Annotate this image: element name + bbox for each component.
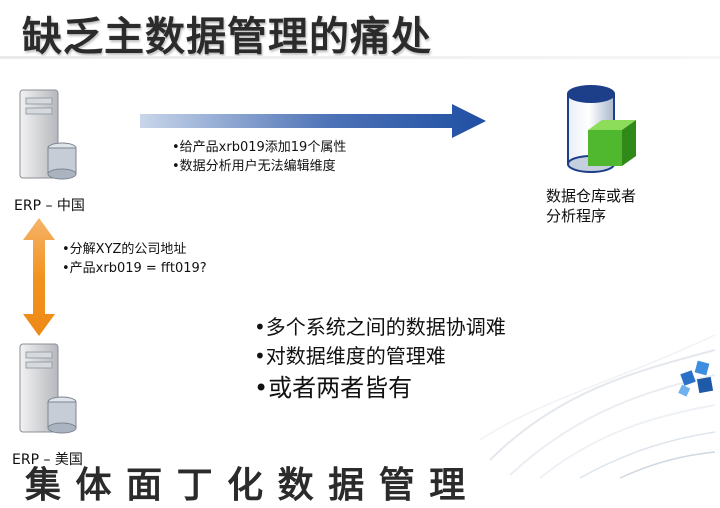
decorative-swirl xyxy=(480,334,716,479)
horizontal-note-2: •数据分析用户无法编辑维度 xyxy=(172,159,336,174)
erp-usa-label: ERP – 美国 xyxy=(12,452,83,468)
title-divider xyxy=(0,56,720,59)
erp-china-label: ERP – 中国 xyxy=(14,198,85,214)
vertical-note-1: •分解XYZ的公司地址 xyxy=(62,242,187,257)
next-slide-title-fragment: 集 体 面 丁 化 数 据 管 理 xyxy=(25,465,467,506)
data-warehouse-label-line2: 分析程序 xyxy=(546,207,607,225)
page-title: 缺乏主数据管理的痛处 xyxy=(22,14,432,60)
vertical-note-2: •产品xrb019 = fft019? xyxy=(62,261,207,276)
vertical-arrow xyxy=(23,218,55,336)
summary-bullet-3: •或者两者皆有 xyxy=(254,374,413,402)
data-warehouse-label-line1: 数据仓库或者 xyxy=(546,187,637,205)
database-icon xyxy=(567,85,636,173)
summary-bullet-2: •对数据维度的管理难 xyxy=(254,344,446,368)
horizontal-note-1: •给产品xrb019添加19个属性 xyxy=(172,140,347,155)
server-icon-usa xyxy=(19,343,77,434)
decorative-cubes-icon xyxy=(678,360,714,397)
summary-bullet-1: •多个系统之间的数据协调难 xyxy=(254,315,506,339)
horizontal-arrow xyxy=(140,104,486,138)
server-icon-china xyxy=(19,89,77,180)
